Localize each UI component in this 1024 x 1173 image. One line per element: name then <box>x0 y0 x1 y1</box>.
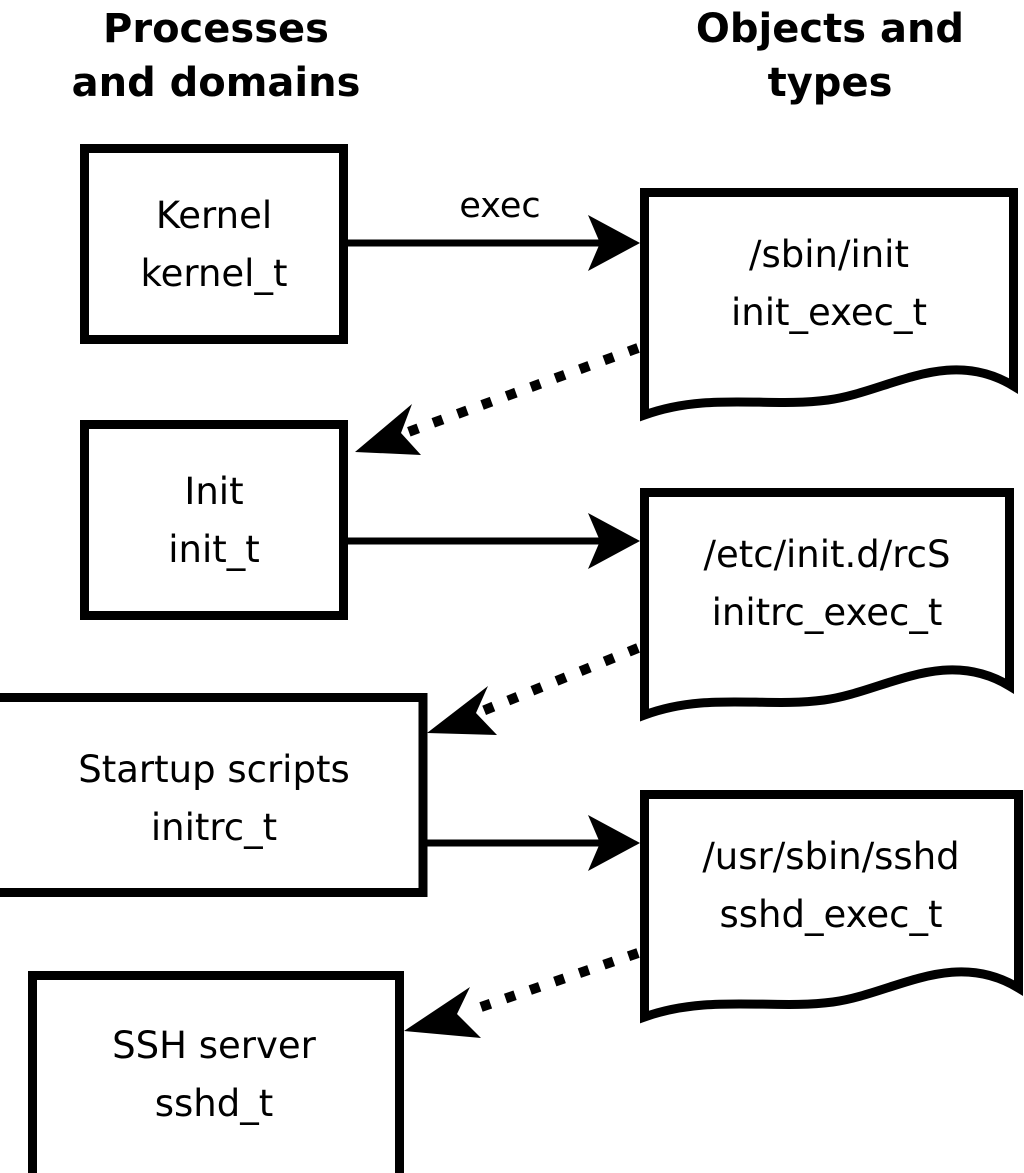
edge-initrc-exec-transition <box>427 643 640 735</box>
column-title-processes: Processes and domains <box>72 6 361 106</box>
edge-initrc-exec-transition-arrowhead <box>427 686 497 735</box>
edge-kernel-exec-init-arrowhead <box>588 215 640 271</box>
node-kernel-line1: Kernel <box>156 194 272 237</box>
node-initrc[interactable]: Startup scripts initrc_t <box>0 693 428 897</box>
node-init[interactable]: Init init_t <box>80 420 348 620</box>
node-kernel[interactable]: Kernel kernel_t <box>80 144 348 344</box>
edge-kernel-exec-init: exec <box>348 186 640 271</box>
node-init-exec[interactable]: /sbin/init init_exec_t <box>640 188 1018 422</box>
node-sshd[interactable]: SSH server sshd_t <box>28 971 404 1173</box>
column-title-objects-line1: Objects and <box>696 6 964 52</box>
node-init-exec-line2: init_exec_t <box>731 291 927 334</box>
node-initrc-exec-line2: initrc_exec_t <box>712 591 943 634</box>
column-title-processes-line1: Processes <box>103 6 329 52</box>
node-sshd-exec-line2: sshd_exec_t <box>720 893 943 936</box>
node-sshd-line1: SSH server <box>112 1024 316 1067</box>
edge-init-exec-rcs-arrowhead <box>588 513 640 569</box>
node-initrc-exec[interactable]: /etc/init.d/rcS initrc_exec_t <box>640 488 1014 722</box>
edge-sshd-exec-transition-arrowhead <box>404 987 481 1038</box>
node-init-exec-shape[interactable] <box>640 188 1018 422</box>
node-initrc-exec-shape[interactable] <box>640 488 1014 722</box>
edge-label-exec: exec <box>459 186 540 226</box>
node-init-line1: Init <box>184 470 243 513</box>
edge-init-exec-transition-arrowhead <box>355 404 421 455</box>
node-sshd-exec[interactable]: /usr/sbin/sshd sshd_exec_t <box>640 790 1023 1024</box>
node-sshd-line2: sshd_t <box>155 1082 274 1125</box>
column-title-processes-line2: and domains <box>72 60 361 106</box>
column-title-objects-line2: types <box>768 60 893 106</box>
edge-sshd-exec-transition <box>404 948 640 1038</box>
column-title-objects: Objects and types <box>696 6 964 106</box>
node-sshd-exec-line1: /usr/sbin/sshd <box>702 835 959 878</box>
edge-initrc-exec-sshd-arrowhead <box>588 815 640 871</box>
edge-sshd-exec-transition-line <box>476 948 640 1013</box>
node-init-line2: init_t <box>168 528 260 571</box>
edge-init-exec-transition <box>355 343 640 455</box>
node-kernel-box[interactable] <box>80 144 348 344</box>
edge-init-exec-rcs <box>348 513 640 569</box>
node-initrc-box[interactable] <box>0 693 428 897</box>
node-init-exec-line1: /sbin/init <box>749 233 909 276</box>
node-initrc-exec-line1: /etc/init.d/rcS <box>703 533 950 576</box>
node-init-box[interactable] <box>80 420 348 620</box>
edge-initrc-exec-sshd <box>427 815 640 871</box>
edge-initrc-exec-transition-line <box>478 643 640 717</box>
edge-init-exec-transition-line <box>398 343 640 440</box>
node-initrc-line1: Startup scripts <box>78 748 349 791</box>
node-initrc-line2: initrc_t <box>151 806 277 849</box>
node-sshd-box[interactable] <box>28 971 404 1173</box>
node-sshd-exec-shape[interactable] <box>640 790 1023 1024</box>
node-kernel-line2: kernel_t <box>141 252 288 295</box>
